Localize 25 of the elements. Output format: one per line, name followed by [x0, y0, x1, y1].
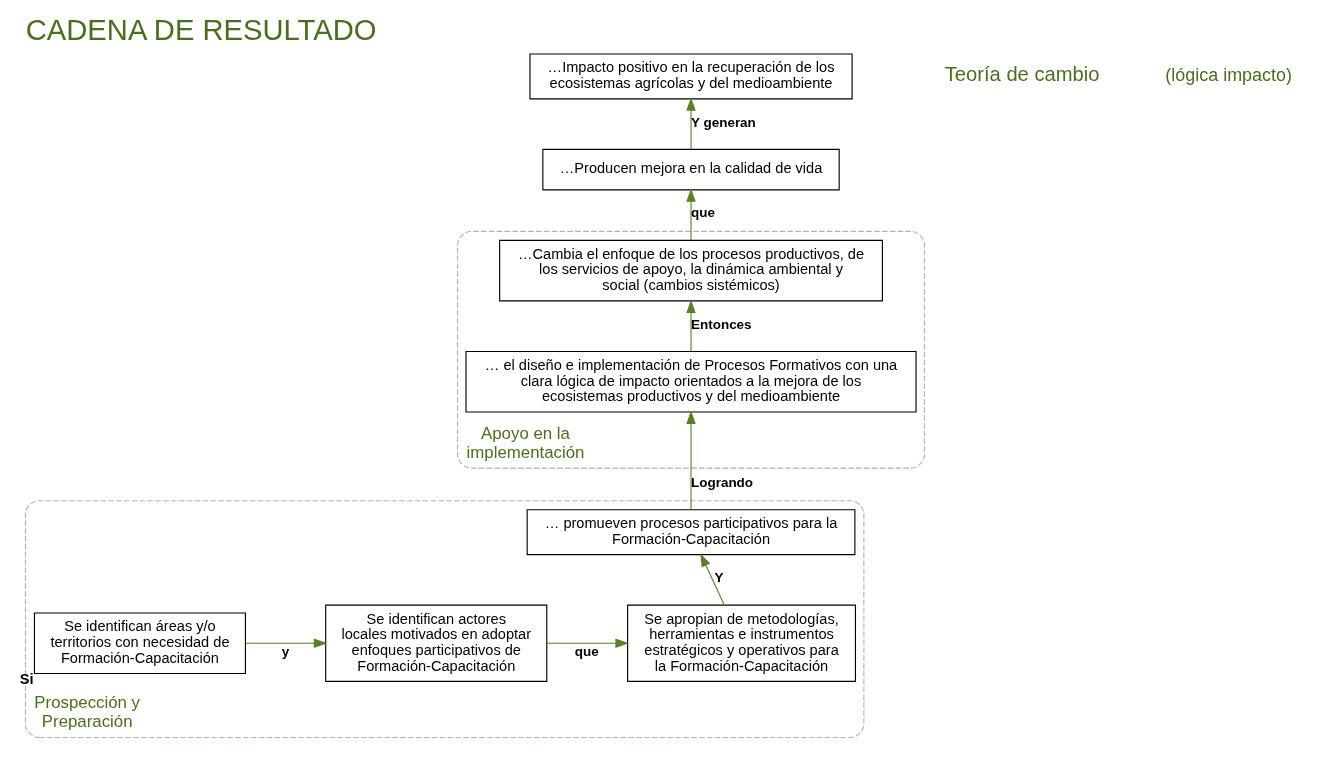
edge-label: Y generan — [690, 114, 756, 130]
arrow — [685, 97, 696, 150]
label: Teoría de cambio — [944, 63, 1100, 86]
edge-label: que — [690, 205, 715, 221]
arrow — [699, 553, 725, 606]
node-box: Se identifican actores locales motivados en adoptar enfoques participativos de Formación-Capacitación — [324, 604, 547, 682]
node-box: …Producen mejora en la calidad de vida — [541, 148, 840, 191]
edge-label: que — [574, 644, 599, 660]
node-box: … el diseño e implementación de Procesos Formativos con una clara lógica de impacto orientados a la mejora de los ecosistemas productivos y del medioambiente — [464, 350, 917, 413]
arrow — [545, 638, 629, 648]
edge-label: Entonces — [690, 316, 752, 332]
edge-label: y — [281, 644, 289, 660]
label: (lógica impacto) — [1164, 64, 1292, 85]
edge-label: Y — [714, 570, 724, 586]
arrow — [244, 638, 327, 648]
arrow — [685, 188, 696, 241]
diagram-title: CADENA DE RESULTADO — [25, 14, 376, 47]
arrow — [685, 299, 696, 352]
edge-label: Logrando — [690, 474, 753, 490]
arrow — [685, 410, 696, 511]
node-box: …Cambia el enfoque de los procesos productivos, de los servicios de apoyo, la dinámica ambiental y social (cambios sistémicos) — [498, 239, 883, 302]
node-box: Se apropian de metodologías, herramientas e instrumentos estratégicos y operativos para la Formación-Capacitación — [626, 604, 856, 682]
node-box: Se identifican áreas y/o territorios con necesidad de Formación-Capacitación — [33, 612, 246, 675]
node-box: …Impacto positivo en la recuperación de los ecosistemas agrícolas y del medioambiente — [528, 53, 853, 100]
node-box: … promueven procesos participativos para la Formación-Capacitación — [526, 509, 855, 556]
